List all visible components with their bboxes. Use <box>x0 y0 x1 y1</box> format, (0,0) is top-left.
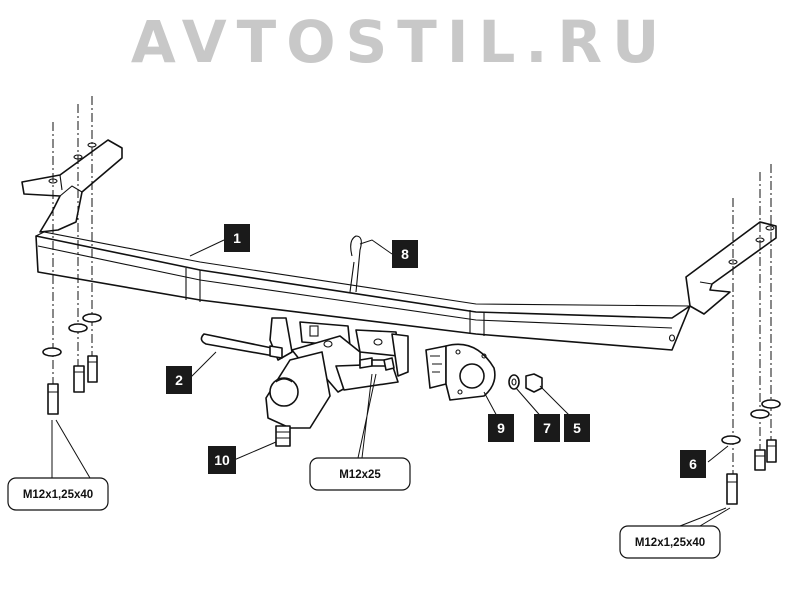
callout-badge-5: 5 <box>564 414 590 442</box>
bolt-label-right: M12x1,25x40 <box>619 525 721 559</box>
washer-nut <box>508 373 543 393</box>
spring-clip <box>349 235 362 293</box>
svg-text:7: 7 <box>543 420 551 436</box>
svg-text:2: 2 <box>175 372 183 388</box>
bolt-label-center: M12x25 <box>309 457 411 491</box>
socket-plate <box>425 343 496 401</box>
svg-text:8: 8 <box>401 246 409 262</box>
svg-text:M12x1,25x40: M12x1,25x40 <box>23 489 93 501</box>
leader-lines <box>51 239 731 527</box>
svg-text:5: 5 <box>573 420 581 436</box>
callout-badge-2: 2 <box>166 366 192 394</box>
left-fasteners <box>42 96 102 415</box>
svg-text:10: 10 <box>214 452 230 468</box>
callout-badge-9: 9 <box>488 414 514 442</box>
svg-text:6: 6 <box>689 456 697 472</box>
callout-badge-10: 10 <box>208 446 236 474</box>
svg-text:9: 9 <box>497 420 505 436</box>
svg-text:M12x1,25x40: M12x1,25x40 <box>635 537 705 549</box>
callout-badge-7: 7 <box>534 414 560 442</box>
crossbar-beam <box>35 231 691 351</box>
callout-badge-8: 8 <box>392 240 418 268</box>
left-mounting-bracket <box>21 139 123 233</box>
watermark-text: AVTOSTIL.RU <box>131 8 669 76</box>
center-bolts <box>359 357 395 371</box>
svg-text:M12x25: M12x25 <box>339 469 381 481</box>
locking-pin <box>200 333 283 359</box>
bolt-label-left: M12x1,25x40 <box>7 477 109 511</box>
svg-text:1: 1 <box>233 230 241 246</box>
right-fasteners <box>721 164 781 505</box>
callout-badge-1: 1 <box>224 224 250 252</box>
ball-mount <box>265 351 331 447</box>
callout-badge-6: 6 <box>680 450 706 478</box>
hitch-receiver <box>269 317 409 400</box>
right-mounting-bracket <box>685 221 777 315</box>
